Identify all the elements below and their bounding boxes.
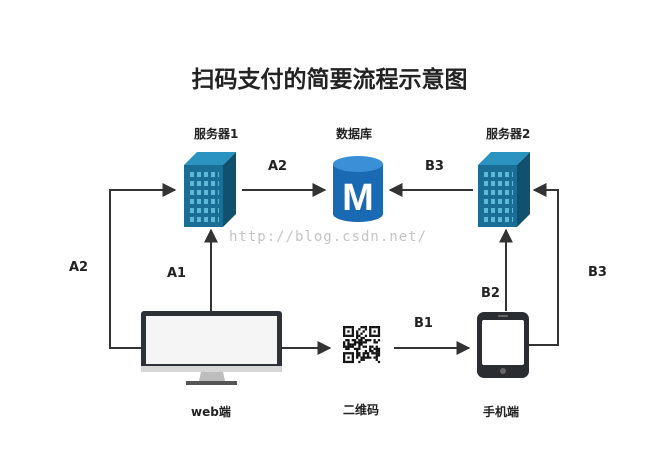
edge-label-b3-right: B3 (588, 265, 607, 280)
database-label: 数据库 (336, 127, 373, 141)
edge-label-a2-top: A2 (268, 159, 288, 174)
arrow-b3-right (529, 183, 559, 346)
arrow-a2-left (109, 183, 177, 349)
page-title: 扫码支付的简要流程示意图 (191, 67, 468, 93)
server-2-icon (478, 152, 530, 227)
server-1-icon (184, 152, 236, 227)
server-1-label: 服务器1 (194, 127, 239, 141)
mobile-label: 手机端 (483, 405, 520, 419)
edge-label-a2-left: A2 (69, 260, 89, 275)
edge-label-b3-top: B3 (425, 159, 444, 174)
database-letter: M (342, 177, 374, 219)
qr-code-icon (343, 326, 381, 364)
qrcode-label: 二维码 (343, 403, 380, 417)
web-label: web端 (191, 405, 231, 419)
edge-label-b1: B1 (414, 316, 433, 331)
server-2-label: 服务器2 (486, 127, 531, 141)
database-icon: M (333, 156, 383, 222)
mobile-phone-icon (477, 312, 529, 378)
watermark-text: http://blog.csdn.net/ (229, 229, 428, 245)
monitor-icon (141, 311, 282, 385)
edge-label-b2: B2 (481, 286, 500, 301)
edge-label-a1: A1 (167, 266, 187, 281)
